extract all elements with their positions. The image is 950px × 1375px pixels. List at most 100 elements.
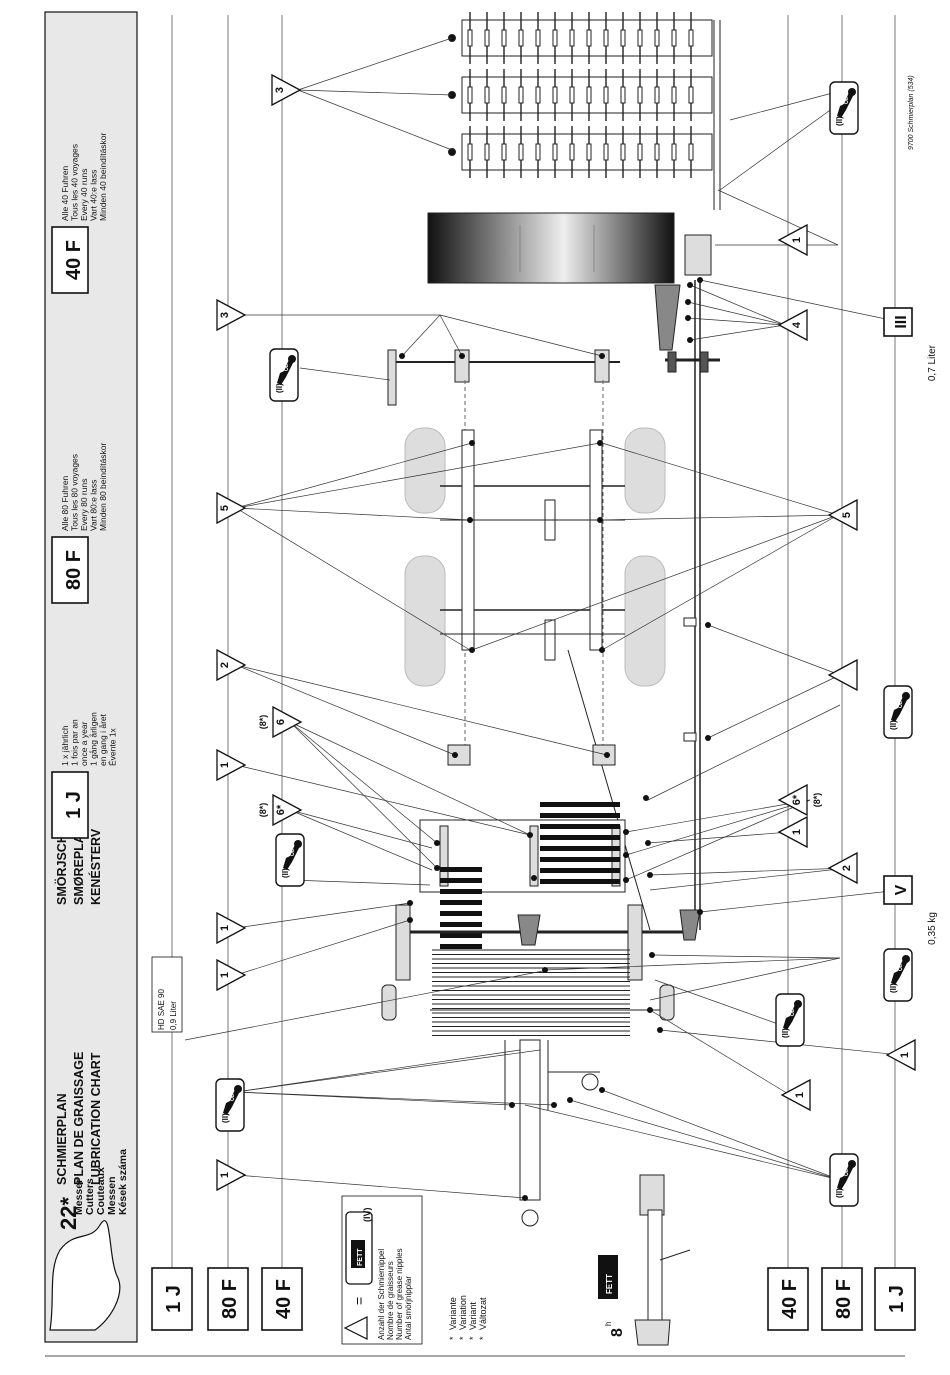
grease-nipples bbox=[399, 277, 711, 1201]
interval-line: 1 fois par an bbox=[70, 719, 80, 766]
svg-text:(II): (II) bbox=[781, 1028, 790, 1038]
triangle-variant: (8*) bbox=[258, 715, 268, 730]
header-line: Cutters bbox=[84, 1178, 96, 1215]
svg-text:FETT: FETT bbox=[357, 1248, 364, 1266]
triangle-count: 6* bbox=[791, 794, 803, 805]
triangle-count: 1 bbox=[219, 972, 231, 978]
triangle-marker bbox=[827, 851, 858, 885]
legend-line: Antal smörjnipplar bbox=[404, 1276, 413, 1340]
svg-text:ÖL: ÖL bbox=[789, 1009, 796, 1016]
svg-text:*: * bbox=[458, 1336, 468, 1340]
svg-text:8: 8 bbox=[609, 1328, 626, 1337]
svg-text:=: = bbox=[351, 1297, 367, 1305]
triangle-marker bbox=[216, 491, 247, 525]
row-label: 40 F bbox=[273, 1279, 295, 1319]
variant-line: Variation bbox=[458, 1295, 468, 1330]
triangle-variant: (8*) bbox=[812, 793, 822, 808]
triangle-count: 1 bbox=[899, 1052, 911, 1058]
grease-gun-icon: (II)ÖL bbox=[829, 81, 859, 135]
leader-lines bbox=[184, 37, 901, 1199]
triangle-count: 3 bbox=[219, 312, 231, 318]
interval-line: Tous les 40 voyages bbox=[70, 144, 80, 221]
interval-line: Vart 80:e lass bbox=[89, 480, 99, 531]
doc-reference: 9700 Schmierplan (534) bbox=[908, 75, 915, 150]
legend-line: Number of grease nipples bbox=[395, 1248, 404, 1340]
header-line: SMØREPLAN bbox=[72, 825, 86, 905]
triangle-variant: (8*) bbox=[258, 803, 268, 818]
box-III: III 0,7 Liter bbox=[883, 307, 938, 381]
interval-line: Vart 40:e lass bbox=[89, 170, 99, 221]
row-label: 80 F bbox=[219, 1279, 241, 1319]
triangle-count: 1 bbox=[791, 237, 803, 243]
triangle-marker bbox=[216, 958, 247, 992]
triangle-count: 5 bbox=[841, 512, 853, 518]
svg-text:0,9 Liter: 0,9 Liter bbox=[169, 1001, 178, 1030]
svg-text:ÖL: ÖL bbox=[843, 1169, 850, 1176]
interval-line: Évente 1x bbox=[108, 727, 118, 766]
triangle-count: 1 bbox=[791, 829, 803, 835]
variant-line: Variant bbox=[468, 1302, 478, 1330]
triangle-marker bbox=[777, 308, 808, 342]
triangle-count: 2 bbox=[841, 865, 853, 871]
row-label: 80 F bbox=[833, 1279, 855, 1319]
triangle-count: 5 bbox=[219, 505, 231, 511]
interval-line: Minden 80 beindításkor bbox=[98, 442, 108, 531]
svg-text:h: h bbox=[604, 1322, 613, 1326]
header-line: SCHMIERPLAN bbox=[55, 1093, 69, 1185]
svg-text:22*: 22* bbox=[56, 1197, 81, 1230]
row-label: 1 J bbox=[163, 1285, 185, 1313]
svg-text:HD SAE 90: HD SAE 90 bbox=[157, 989, 166, 1030]
triangle-marker bbox=[827, 498, 858, 532]
interval-line: Alle 40 Fuhren bbox=[60, 165, 70, 221]
legend-line: Anzahl der Schmiernippel bbox=[377, 1249, 386, 1340]
triangle-marker bbox=[216, 911, 247, 945]
svg-text:ÖL: ÖL bbox=[897, 701, 904, 708]
svg-text:(II): (II) bbox=[889, 720, 898, 730]
interval-code-box bbox=[51, 771, 89, 839]
variant-legend: *Variante*Variation*Variant*Változat bbox=[448, 1295, 488, 1340]
grease-gun-icon: (II) ÖL bbox=[775, 993, 805, 1047]
svg-text:0,35 kg: 0,35 kg bbox=[927, 912, 938, 945]
grease-gun-icon: (II)ÖL bbox=[275, 833, 305, 887]
hours-marker: 8 h FETT bbox=[598, 1255, 626, 1337]
triangle-marker bbox=[271, 73, 302, 107]
svg-text:ÖL: ÖL bbox=[229, 1094, 236, 1101]
triangle-count: 4 bbox=[791, 321, 803, 328]
oil-label: HD SAE 90 0,9 Liter bbox=[151, 956, 183, 1033]
grease-gun-icon: (II) ÖL bbox=[829, 1153, 859, 1207]
row-label: 40 F bbox=[779, 1279, 801, 1319]
interval-code-box bbox=[51, 536, 89, 604]
header-line: Kések száma bbox=[117, 1149, 129, 1215]
grease-guns: (II)ÖL(II)ÖL(II)ÖL(II)ÖL(II)ÖL(II)ÖL(II)… bbox=[215, 81, 913, 1207]
triangle-count: 6* bbox=[275, 804, 287, 815]
svg-text:FETT: FETT bbox=[605, 1274, 614, 1294]
svg-text:(II): (II) bbox=[835, 1188, 844, 1198]
svg-text:*: * bbox=[468, 1336, 478, 1340]
triangle-count: 1 bbox=[219, 1172, 231, 1178]
grease-gun-icon: (II)ÖL bbox=[883, 948, 913, 1002]
interval-line: 1 x jährlich bbox=[60, 725, 70, 766]
svg-text:ÖL: ÖL bbox=[843, 97, 850, 104]
header-line: PLAN DE GRAISSAGE bbox=[72, 1052, 86, 1185]
triangle-marker bbox=[216, 648, 247, 682]
interval-line: 1 gång årligen bbox=[89, 712, 99, 766]
header-line: LUBRICATION CHART bbox=[89, 1052, 103, 1185]
svg-text:(IV): (IV) bbox=[362, 1207, 372, 1222]
box-V: V 0,35 kg bbox=[883, 875, 938, 945]
svg-text:ÖL: ÖL bbox=[283, 364, 290, 371]
variant-line: Változat bbox=[478, 1297, 488, 1330]
legend-line: Nombre de graisseurs bbox=[386, 1261, 395, 1340]
svg-text:ÖL: ÖL bbox=[897, 964, 904, 971]
triangle-count: 1 bbox=[794, 1092, 806, 1098]
header-line: KENÉSTERV bbox=[88, 828, 103, 905]
triangle-marker bbox=[272, 793, 303, 827]
triangle-count: 1 bbox=[219, 762, 231, 768]
interval-code: 40 F bbox=[63, 240, 85, 280]
svg-text:III: III bbox=[893, 315, 910, 328]
triangle-marker bbox=[216, 1158, 247, 1192]
